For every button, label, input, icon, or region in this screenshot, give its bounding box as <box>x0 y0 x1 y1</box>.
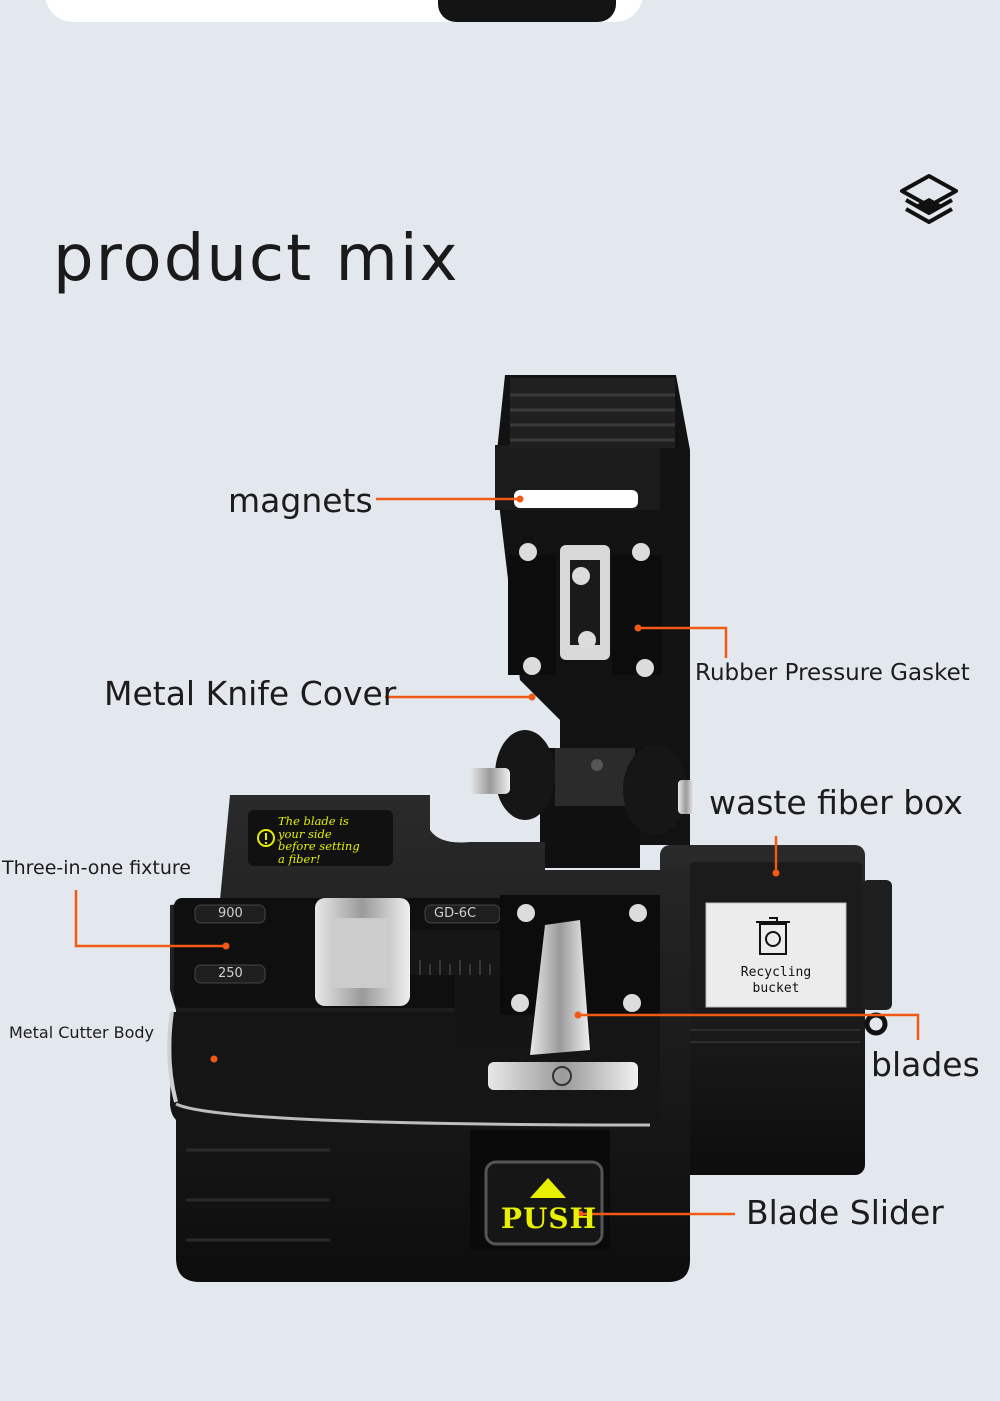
callout-lines <box>74 497 920 1216</box>
fixture-model-label: GD-6C <box>434 906 477 921</box>
push-button-label: PUSH <box>500 1202 598 1235</box>
page-title: product mix <box>53 222 460 296</box>
warning-sticker-text: The blade is your side before setting a … <box>278 814 360 866</box>
fixture-250-label: 250 <box>218 966 243 981</box>
label-three-in-one-fixture: Three-in-one fixture <box>2 857 191 879</box>
waste-fiber-box <box>660 845 892 1175</box>
label-magnets: magnets <box>228 481 373 520</box>
label-blades: blades <box>871 1045 980 1084</box>
stacked-layers-icon <box>900 174 958 224</box>
fixture-900-label: 900 <box>218 906 243 921</box>
label-waste-fiber-box: waste fiber box <box>709 783 963 822</box>
metal-cutter-body <box>167 795 690 1282</box>
label-metal-knife-cover: Metal Knife Cover <box>104 674 397 713</box>
label-blade-slider: Blade Slider <box>746 1193 944 1232</box>
label-rubber-pressure-gasket: Rubber Pressure Gasket <box>695 660 970 686</box>
label-metal-cutter-body: Metal Cutter Body <box>9 1023 155 1042</box>
top-card-dark-tab <box>438 0 616 22</box>
recycling-bucket-label: Recycling bucket <box>740 965 812 996</box>
metal-knife-cover <box>470 375 694 868</box>
